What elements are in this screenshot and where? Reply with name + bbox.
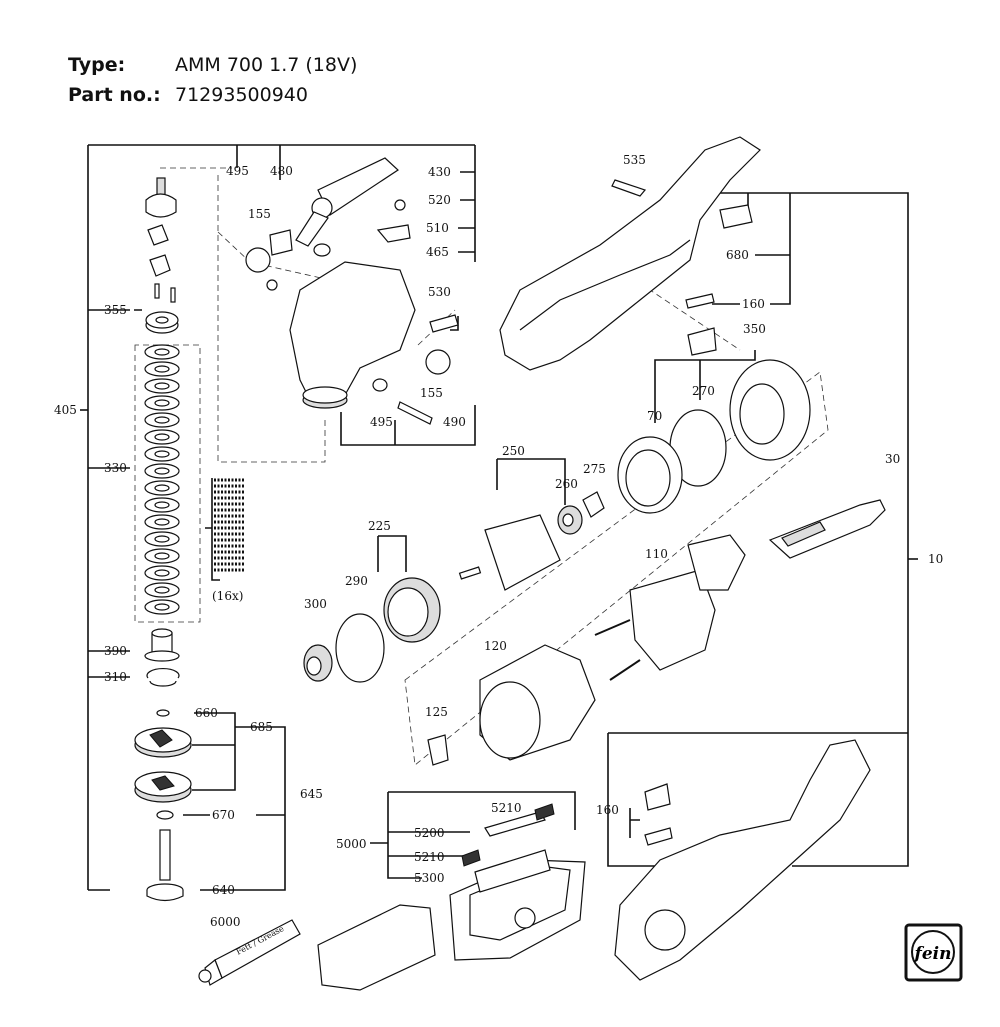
spring-washer-hole <box>154 433 170 441</box>
label-670: 670 <box>212 808 235 822</box>
spring-washer-hole <box>154 450 170 458</box>
label-155-top: 155 <box>248 207 271 221</box>
label-330: 330 <box>104 461 127 475</box>
type-key: Type: <box>68 54 126 76</box>
label-275: 275 <box>583 462 606 476</box>
label-6000: 6000 <box>210 915 241 929</box>
type-row: Type: AMM 700 1.7 (18V) <box>68 54 357 76</box>
carry-case <box>317 803 586 991</box>
label-125: 125 <box>425 705 448 719</box>
spring-washer-hole <box>154 382 170 390</box>
spring-washer-hole <box>154 535 170 543</box>
label-535: 535 <box>623 153 646 167</box>
label-290: 290 <box>345 574 368 588</box>
label-5210-bottom: 5210 <box>414 850 445 864</box>
label-490: 490 <box>443 415 466 429</box>
label-10: 10 <box>928 552 943 566</box>
label-120: 120 <box>484 639 507 653</box>
label-465: 465 <box>426 245 449 259</box>
type-value: AMM 700 1.7 (18V) <box>175 54 358 76</box>
spring-washer-hole <box>154 467 170 475</box>
label-405: 405 <box>54 403 77 417</box>
spring-washer-hole <box>154 348 170 356</box>
label-640: 640 <box>212 883 235 897</box>
label-5300: 5300 <box>414 871 445 885</box>
spring-washer-hole <box>154 365 170 373</box>
lower-housing <box>614 739 871 981</box>
label-30: 30 <box>885 452 900 466</box>
spring-washer-hole <box>154 518 170 526</box>
gear-head-assembly <box>245 157 459 425</box>
label-390: 390 <box>104 644 127 658</box>
washer-detail-bracket <box>205 478 220 581</box>
label-5200: 5200 <box>414 826 445 840</box>
label-660: 660 <box>195 706 218 720</box>
spring-washer-hole <box>154 501 170 509</box>
label-225: 225 <box>368 519 391 533</box>
label-160-top: 160 <box>742 297 765 311</box>
spring-washer-stack <box>144 344 180 615</box>
label-520: 520 <box>428 193 451 207</box>
fein-logo-icon: fein <box>904 923 963 982</box>
spring-washer-hole <box>154 552 170 560</box>
assembly-guide-lines <box>134 167 829 766</box>
part-number-labels: 495 480 430 520 510 465 155 530 155 495 … <box>54 153 943 929</box>
label-355: 355 <box>104 303 127 317</box>
bracket-lines <box>80 144 918 891</box>
part-key: Part no.: <box>68 84 161 106</box>
spring-washer-hole <box>154 569 170 577</box>
label-685: 685 <box>250 720 273 734</box>
label-430: 430 <box>428 165 451 179</box>
part-value: 71293500940 <box>175 84 308 106</box>
label-510: 510 <box>426 221 449 235</box>
label-250: 250 <box>502 444 525 458</box>
label-530: 530 <box>428 285 451 299</box>
label-110: 110 <box>645 547 668 561</box>
spring-washer-hole <box>154 416 170 424</box>
label-5000: 5000 <box>336 837 367 851</box>
label-70: 70 <box>647 409 662 423</box>
label-310: 310 <box>104 670 127 684</box>
label-260: 260 <box>555 477 578 491</box>
label-680: 680 <box>726 248 749 262</box>
label-480: 480 <box>270 164 293 178</box>
washer-detail <box>205 478 244 581</box>
label-495-top: 495 <box>226 164 249 178</box>
label-160-bottom: 160 <box>596 803 619 817</box>
label-300: 300 <box>304 597 327 611</box>
spindle-lock-stack <box>145 177 179 334</box>
label-270: 270 <box>692 384 715 398</box>
spring-washer-hole <box>154 586 170 594</box>
spring-washer-hole <box>154 484 170 492</box>
part-row: Part no.: 71293500940 <box>68 84 308 106</box>
label-645: 645 <box>300 787 323 801</box>
label-350: 350 <box>743 322 766 336</box>
lower-spindle-parts: Fett / Grease <box>134 628 301 986</box>
label-16x: (16x) <box>212 589 243 603</box>
spring-washer-hole <box>154 603 170 611</box>
motor-parts <box>303 359 886 766</box>
logo-text: fein <box>914 944 952 964</box>
label-5210-top: 5210 <box>491 801 522 815</box>
spring-washer-hole <box>154 399 170 407</box>
upper-housing <box>499 136 761 371</box>
label-495-bottom: 495 <box>370 415 393 429</box>
label-155-bottom: 155 <box>420 386 443 400</box>
